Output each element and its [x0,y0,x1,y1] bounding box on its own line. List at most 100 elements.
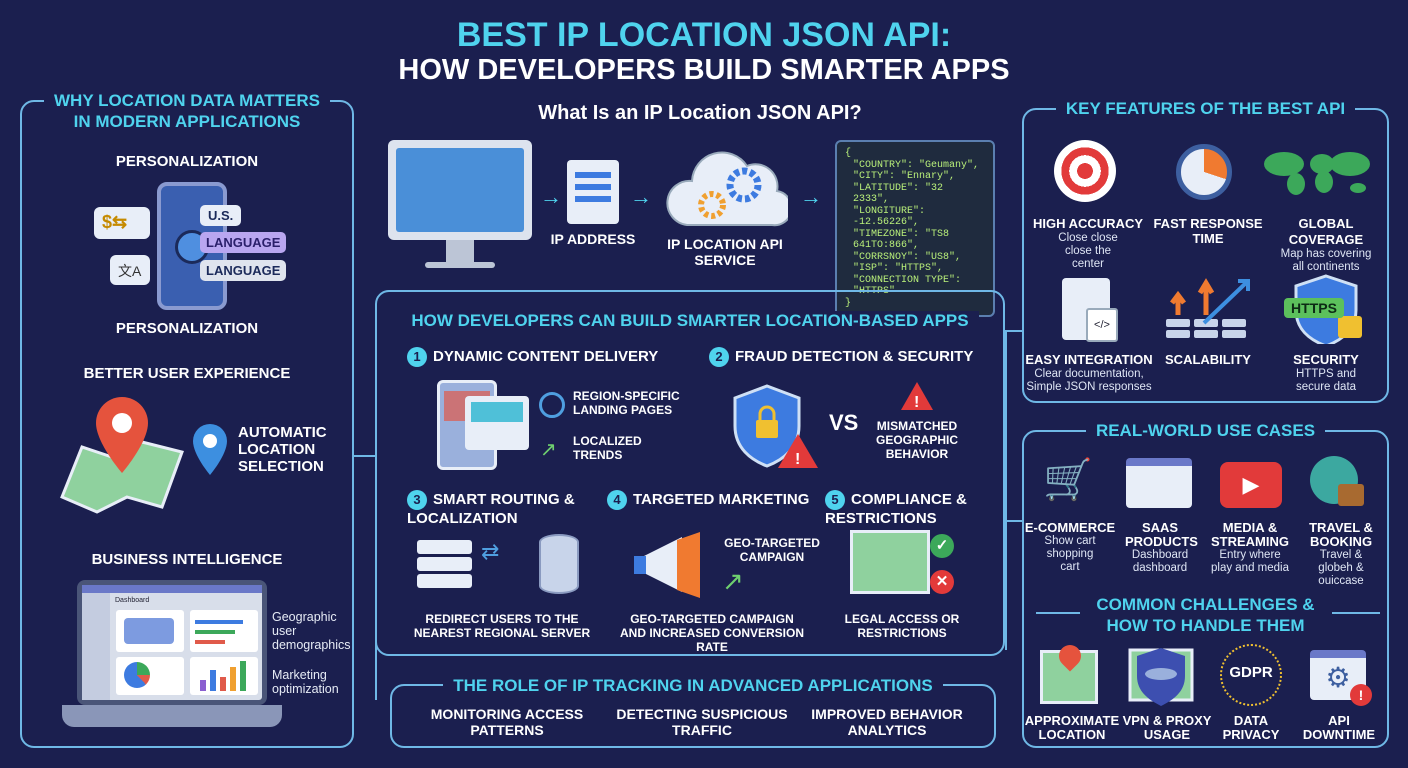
pie-card [116,657,184,695]
step-title: TARGETED MARKETING [633,490,810,508]
bars-card [190,610,258,652]
document-code-icon: </> [1062,278,1118,342]
dashboard-title: Dashboard [115,597,150,604]
vpn-mask-shield-icon [1128,648,1194,706]
pin-icon [1054,640,1086,672]
shield-lock-icon: ! [733,384,818,468]
step-number: 4 [607,490,627,510]
globe-icon [175,230,209,264]
json-line: { [845,148,852,159]
arrow-icon: → [630,184,652,209]
bar [195,640,225,644]
shopping-cart-icon: 🛒 [1043,458,1093,502]
cross-icon: ✕ [930,570,954,594]
step-number: 3 [407,490,427,510]
saas-dashboard-icon [1126,458,1192,508]
document-icon [567,160,619,224]
server-rack-icon [417,540,472,592]
check-icon: ✓ [930,534,954,558]
stopwatch-icon [1176,144,1232,200]
swap-arrows-icon: ⇄ [481,539,500,564]
arrow-icon: → [540,184,562,209]
json-line: "ISP": "HTTPS", [853,263,944,274]
challenge-item: API DOWNTIME [1302,713,1376,742]
location-pin-icon [193,424,227,475]
megaphone-icon [634,532,700,598]
feature-item: FAST RESPONSE TIME [1148,216,1268,246]
column-card [190,657,258,695]
step-title: DYNAMIC CONTENT DELIVERY [433,347,659,365]
approx-location-map-icon [1040,640,1098,704]
personalization-label: PERSONALIZATION [115,153,259,170]
map-card [116,610,184,652]
use-case-desc: Travel & globeh & ouiccase [1318,549,1364,587]
map-icon [850,530,930,594]
svg-text:!: ! [914,394,919,411]
what-is-title: What Is an IP Location JSON API? [538,102,862,124]
feature-title: SECURITY [1293,352,1359,367]
feature-desc: Clear documentation, Simple JSON respons… [1026,368,1152,393]
monitor-base [425,262,495,268]
auto-location-label: AUTOMATIC LOCATION SELECTION [238,424,327,475]
bar [195,620,243,624]
feature-desc: Map has covering all continents [1280,248,1372,273]
json-line: "LATITUDE": "32 2333", [853,182,944,206]
phone-icon [157,182,227,310]
localized-trends: LOCALIZED TRENDS [573,434,642,462]
bar [210,670,216,691]
use-case-desc: Show cart shopping cart [1044,535,1096,573]
laptop-base [62,705,282,727]
title-line2: HOW DEVELOPERS BUILD SMARTER APPS [398,54,1010,86]
vs-label: VS [829,410,859,435]
challenges-header: HOW TO HANDLE THEM [1106,616,1305,635]
feature-desc: HTTPS and secure data [1295,368,1357,393]
translate-icon: 文A [110,255,150,285]
json-line: } [845,297,852,309]
json-line: "CORRSNOY": "US8", [853,251,962,263]
step-number: 5 [825,490,845,510]
feature-title: FAST RESPONSE TIME [1153,216,1263,246]
step-title: FRAUD DETECTION & SECURITY [735,347,974,365]
use-case-title: SAAS PRODUCTS [1125,520,1198,549]
trend-icon: ↗ [540,439,557,461]
sidebar [82,593,110,700]
panel-header-line: IN MODERN APPLICATIONS [63,112,311,131]
chip-us: U.S. [200,205,242,226]
globe-icon [539,392,565,418]
doc-line [575,172,611,178]
cloud-gear-icon [666,151,788,227]
doc-line [575,196,611,202]
feature-title: HIGH ACCURACY [1032,216,1144,231]
use-case-desc: Dashboard dashboard [1131,549,1189,574]
feature-title: SCALABILITY [1165,352,1251,367]
panel-header: THE ROLE OF IP TRACKING IN ADVANCED APPL… [443,676,943,695]
challenge-item: DATA PRIVACY [1222,713,1280,742]
connector [1005,330,1022,332]
role-item: MONITORING ACCESS PATTERNS [430,706,584,738]
json-line: "LONGITURE": -12.56226", [853,205,926,229]
service-label: IP LOCATION API SERVICE [667,236,783,268]
marketing-caption: GEO-TARGETED CAMPAIGN AND INCREASED CONV… [619,612,805,654]
challenge-item: VPN & PROXY USAGE [1122,713,1212,742]
bar [230,667,236,691]
title-line1: BEST IP LOCATION JSON API: [456,16,952,54]
role-item: DETECTING SUSPICIOUS TRAFFIC [616,706,788,738]
chip-language: LANGUAGE [200,260,287,281]
database-icon [539,534,579,594]
use-case-title: MEDIA & STREAMING [1211,520,1289,549]
divider [1332,612,1380,614]
currency-icon: $⇆ [94,207,150,239]
bar [240,661,246,691]
panel-header: KEY FEATURES OF THE BEST API [1055,99,1356,118]
suitcase-icon [1338,484,1364,506]
